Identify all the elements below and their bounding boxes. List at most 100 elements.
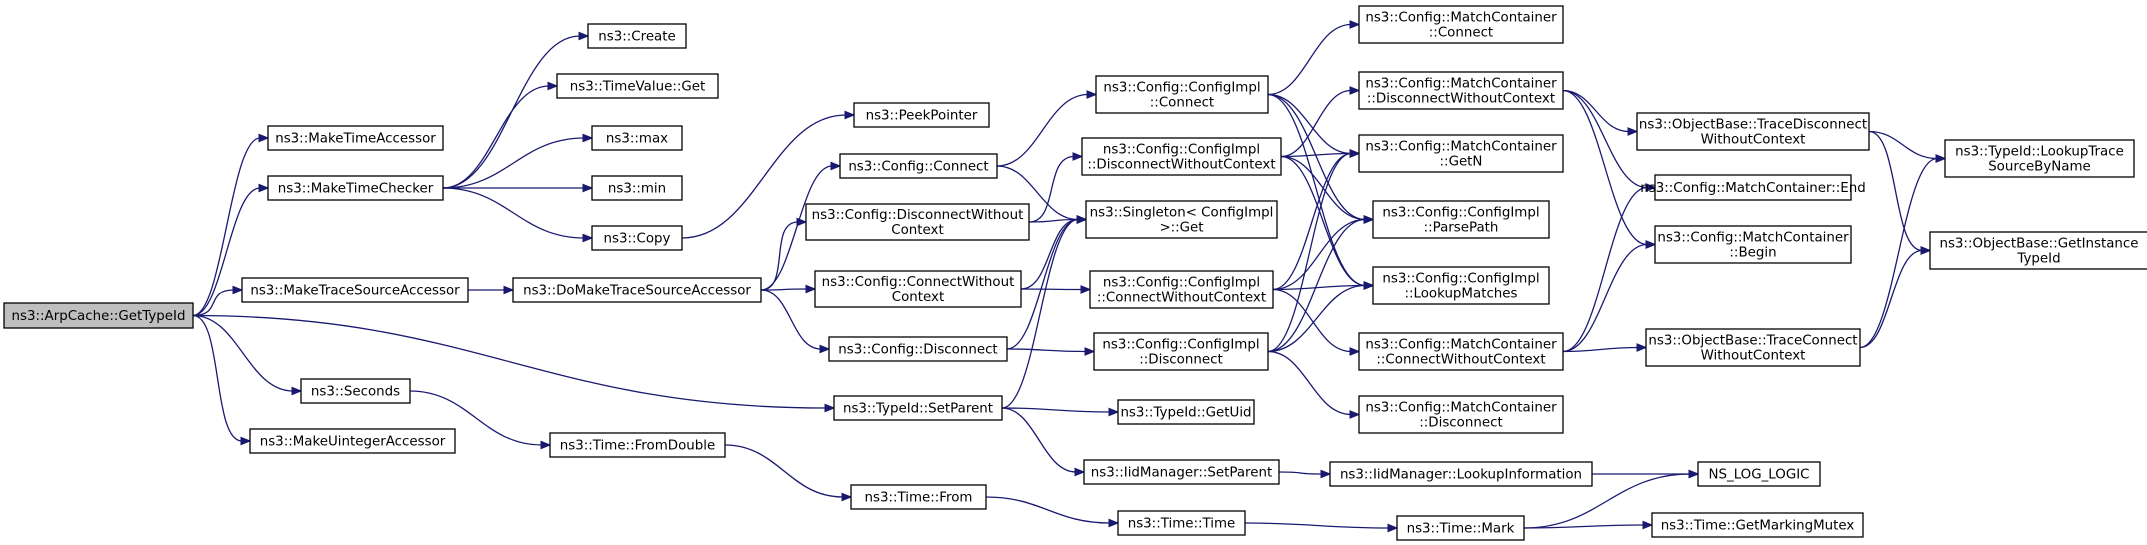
node-objectbase-trace-disconnect-without-context[interactable]: ns3::ObjectBase::TraceDisconnectWithoutC…: [1636, 112, 1870, 151]
node-copy[interactable]: ns3::Copy: [591, 225, 683, 251]
edge-arrowhead: [830, 161, 842, 171]
node-root[interactable]: ns3::ArpCache::GetTypeId: [3, 302, 194, 329]
edge-arrowhead: [291, 386, 303, 396]
node-mc-connect[interactable]: ns3::Config::MatchContainer::Connect: [1358, 5, 1564, 44]
node-config-connect[interactable]: ns3::Config::Connect: [839, 153, 998, 179]
node-mc-connect-without-context[interactable]: ns3::Config::MatchContainer::ConnectWith…: [1358, 332, 1564, 371]
node-label: ::ParsePath: [1424, 221, 1499, 236]
node-box: [556, 73, 719, 99]
edge-line: [1523, 473, 1691, 529]
node-configimpl-connect[interactable]: ns3::Config::ConfigImpl::Connect: [1095, 75, 1269, 114]
edge-line: [1001, 407, 1077, 473]
node-label: ns3::Config::MatchContainer::End: [1640, 181, 1866, 196]
node-make-time-accessor[interactable]: ns3::MakeTimeAccessor: [267, 125, 444, 151]
edge-line: [1001, 407, 1111, 413]
edge-typeid_set_parent-to-typeid_get_uid: [1001, 407, 1120, 417]
node-time-from[interactable]: ns3::Time::From: [850, 484, 987, 510]
edge-line: [1280, 89, 1352, 158]
edge-line: [760, 289, 822, 350]
edge-arrowhead: [1920, 246, 1932, 255]
edge-arrowhead: [1076, 215, 1088, 224]
node-min[interactable]: ns3::min: [591, 175, 683, 201]
node-box: [591, 225, 683, 251]
edge-arrowhead: [1387, 523, 1399, 533]
node-box: [1929, 231, 2147, 270]
node-make-trace-source-accessor[interactable]: ns3::MakeTraceSourceAccessor: [241, 277, 469, 303]
edge-root-to-make_trace_source_accessor: [192, 285, 244, 317]
node-box: [549, 432, 726, 458]
node-label: ns3::Create: [598, 30, 676, 45]
edge-line: [1267, 93, 1352, 155]
node-mc-get-n[interactable]: ns3::Config::MatchContainer::GetN: [1358, 134, 1564, 173]
edge-objectbase_trace_disconnect_without_context-to-objectbase_get_instance_typeid: [1868, 130, 1932, 255]
node-label: ns3::Config::ConfigImpl: [1103, 143, 1260, 158]
node-label: Context: [892, 290, 944, 305]
node-peek-pointer[interactable]: ns3::PeekPointer: [853, 102, 990, 128]
node-time-value-get[interactable]: ns3::TimeValue::Get: [556, 73, 719, 99]
edge-root-to-make_time_accessor: [192, 133, 270, 317]
node-typeid-set-parent[interactable]: ns3::TypeId::SetParent: [833, 395, 1003, 421]
node-do-make-trace-source-accessor[interactable]: ns3::DoMakeTraceSourceAccessor: [512, 277, 762, 303]
node-label: ns3::Config::ConfigImpl: [1102, 338, 1259, 353]
edge-config_disconnect_without_context-to-configimpl_disconnect_without_context: [1028, 152, 1084, 223]
node-label: ns3::Config::DisconnectWithout: [812, 208, 1024, 223]
edge-line: [1868, 130, 1938, 160]
node-singleton-get[interactable]: ns3::Singleton< ConfigImpl>::Get: [1085, 200, 1278, 239]
edge-line: [192, 289, 235, 317]
node-label: >::Get: [1159, 221, 1203, 236]
node-label: ns3::MakeUintegerAccessor: [260, 435, 446, 450]
edge-arrowhead: [1074, 467, 1086, 477]
node-mc-disconnect[interactable]: ns3::Config::MatchContainer::Disconnect: [1358, 395, 1564, 434]
node-time-mark[interactable]: ns3::Time::Mark: [1396, 515, 1525, 541]
node-config-connect-without-context[interactable]: ns3::Config::ConnectWithoutContext: [814, 270, 1022, 308]
node-configimpl-disconnect[interactable]: ns3::Config::ConfigImpl::Disconnect: [1093, 332, 1269, 371]
edge-line: [1028, 155, 1075, 223]
edge-arrowhead: [1363, 281, 1375, 290]
node-label: ns3::MakeTimeAccessor: [275, 132, 436, 147]
edge-time_from-to-time_time: [985, 496, 1120, 528]
node-ns-log-logic[interactable]: NS_LOG_LOGIC: [1697, 461, 1821, 487]
node-box: [1117, 399, 1255, 425]
edge-arrowhead: [1349, 410, 1361, 419]
node-time-from-double[interactable]: ns3::Time::FromDouble: [549, 432, 726, 458]
edge-line: [1868, 130, 1923, 252]
node-label: ns3::Seconds: [311, 385, 400, 400]
edge-arrowhead: [582, 233, 594, 243]
node-box: [1358, 71, 1564, 110]
node-label: ::Begin: [1729, 246, 1776, 261]
node-make-time-checker[interactable]: ns3::MakeTimeChecker: [267, 175, 444, 201]
node-label: ns3::MakeTimeChecker: [278, 182, 434, 197]
node-config-disconnect[interactable]: ns3::Config::Disconnect: [828, 336, 1008, 362]
node-configimpl-disconnect-without-context[interactable]: ns3::Config::ConfigImpl::DisconnectWitho…: [1081, 137, 1282, 176]
edge-seconds-to-time_from_double: [409, 390, 552, 450]
node-make-uinteger-accessor[interactable]: ns3::MakeUintegerAccessor: [249, 428, 456, 454]
node-configimpl-connect-without-context[interactable]: ns3::Config::ConfigImpl::ConnectWithoutC…: [1089, 270, 1274, 309]
node-config-disconnect-without-context[interactable]: ns3::Config::DisconnectWithoutContext: [805, 203, 1030, 241]
node-label: ::ConnectWithoutContext: [1376, 353, 1545, 368]
edge-line: [1562, 186, 1648, 353]
edge-line: [192, 137, 261, 317]
node-max[interactable]: ns3::max: [591, 125, 683, 151]
node-mc-disconnect-without-context[interactable]: ns3::Config::MatchContainer::DisconnectW…: [1358, 71, 1564, 110]
node-label: ns3::Time::GetMarkingMutex: [1661, 519, 1855, 534]
node-typeid-get-uid[interactable]: ns3::TypeId::GetUid: [1117, 399, 1255, 425]
node-configimpl-lookup-matches[interactable]: ns3::Config::ConfigImpl::LookupMatches: [1372, 266, 1550, 305]
edge-arrowhead: [1627, 127, 1639, 136]
node-iidmanager-lookup-information[interactable]: ns3::IidManager::LookupInformation: [1329, 461, 1593, 487]
node-create[interactable]: ns3::Create: [587, 23, 687, 49]
node-label: ns3::Config::MatchContainer: [1365, 401, 1557, 416]
node-iidmanager-set-parent[interactable]: ns3::IidManager::SetParent: [1083, 459, 1280, 485]
edge-line: [1859, 157, 1938, 349]
node-mc-begin[interactable]: ns3::Config::MatchContainer::Begin: [1654, 225, 1852, 264]
node-seconds[interactable]: ns3::Seconds: [300, 378, 411, 404]
node-mc-end[interactable]: ns3::Config::MatchContainer::End: [1640, 174, 1866, 201]
node-box: [1636, 112, 1870, 151]
node-objectbase-trace-connect-without-context[interactable]: ns3::ObjectBase::TraceConnectWithoutCont…: [1645, 328, 1861, 367]
node-time-get-marking-mutex[interactable]: ns3::Time::GetMarkingMutex: [1651, 512, 1864, 538]
node-box: [814, 270, 1022, 308]
node-configimpl-parse-path[interactable]: ns3::Config::ConfigImpl::ParsePath: [1372, 200, 1550, 239]
node-time-time[interactable]: ns3::Time::Time: [1117, 510, 1246, 536]
node-box: [1329, 461, 1593, 487]
